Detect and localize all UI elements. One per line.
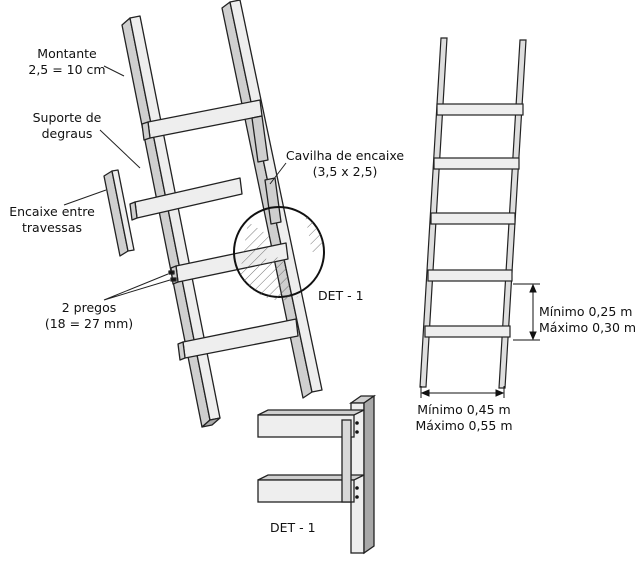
montante-line2: 2,5 = 10 cm: [28, 62, 106, 77]
front-rung: [436, 103, 524, 116]
width-label: Mínimo 0,45 m Máximo 0,55 m: [404, 402, 524, 434]
nail: [355, 421, 359, 425]
spacing-label: Mínimo 0,25 m Máximo 0,30 m: [539, 304, 636, 336]
suporte-line1: Suporte de: [32, 110, 102, 125]
left-rail: [121, 15, 221, 428]
front-rung: [427, 269, 513, 282]
detail-circle: [233, 206, 325, 301]
width-max: Máximo 0,55 m: [415, 418, 513, 433]
front-rung: [433, 157, 520, 170]
rung-2: [129, 177, 243, 221]
loose-block: [103, 169, 135, 257]
pregos-label: 2 pregos (18 = 27 mm): [34, 300, 144, 332]
encaixe-line1: Encaixe entre: [9, 204, 95, 219]
front-ladder: [419, 37, 527, 389]
width-min: Mínimo 0,45 m: [417, 402, 511, 417]
nail: [168, 270, 175, 275]
joint-detail: [257, 394, 377, 555]
rung-4: [177, 318, 299, 361]
det-label: DET - 1: [318, 288, 364, 303]
support-cleat: [251, 115, 269, 163]
rung-1: [141, 99, 263, 141]
width-dimension: [420, 386, 505, 398]
pregos-line2: (18 = 27 mm): [44, 316, 134, 331]
det-label-bottom: DET - 1: [270, 520, 316, 535]
cavilha-line2: (3,5 x 2,5): [312, 164, 378, 179]
suporte-label: Suporte de degraus: [22, 110, 112, 142]
encaixe-label: Encaixe entre travessas: [2, 204, 102, 236]
front-rung: [424, 325, 511, 338]
nail: [170, 277, 177, 282]
spacing-max: Máximo 0,30 m: [539, 320, 637, 335]
front-rung: [430, 212, 516, 225]
pregos-line1: 2 pregos: [61, 300, 117, 315]
angled-ladder: [103, 0, 323, 428]
nail: [355, 486, 359, 490]
support-cleat: [264, 177, 282, 225]
cavilha-label: Cavilha de encaixe (3,5 x 2,5): [280, 148, 410, 180]
nail: [355, 430, 359, 434]
montante-label: Montante 2,5 = 10 cm: [22, 46, 112, 78]
spacing-min: Mínimo 0,25 m: [539, 304, 633, 319]
cavilha-line1: Cavilha de encaixe: [285, 148, 405, 163]
leader-lines: [63, 65, 287, 301]
suporte-line2: degraus: [41, 126, 93, 141]
montante-line1: Montante: [37, 46, 97, 61]
spacing-dimension: [513, 283, 540, 341]
encaixe-line2: travessas: [22, 220, 82, 235]
nail: [355, 495, 359, 499]
